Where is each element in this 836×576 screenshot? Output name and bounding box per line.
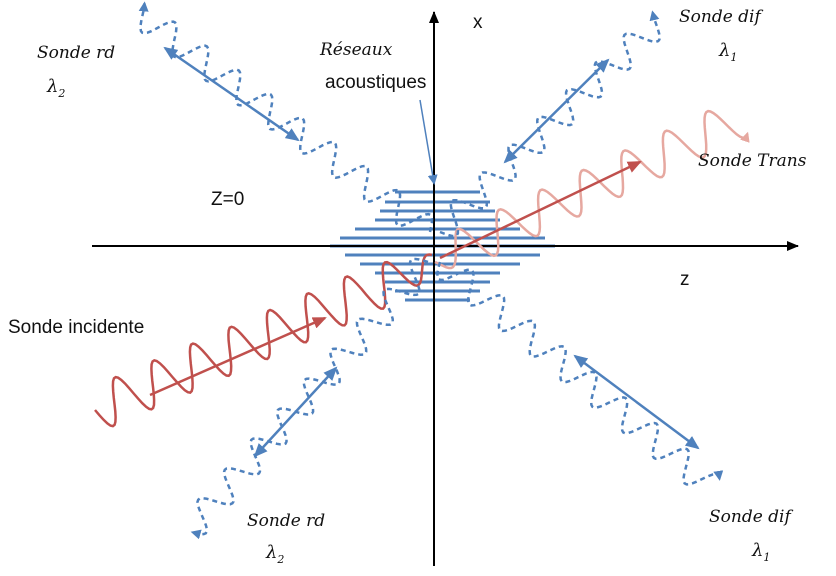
transmitted-probe-label: Sonde Trans	[698, 151, 807, 171]
diffracted-wave-top	[439, 10, 661, 238]
diffracted-probe-bottom-label: Sonde dif	[709, 507, 793, 527]
diffracted-arrow-bottom	[573, 354, 700, 450]
z-axis-label: z	[680, 269, 690, 290]
origin-label: Z=0	[211, 189, 244, 210]
retrodiffracted-probe-bottom-lambda: λ2	[265, 542, 284, 566]
diffracted-arrow-top	[503, 58, 610, 164]
retrodiffracted-arrow-top	[163, 46, 300, 142]
wave-layer	[94, 1, 750, 540]
incident-arrow	[149, 316, 327, 397]
incident-probe-label: Sonde incidente	[8, 317, 144, 338]
diffracted-wave-bottom	[436, 261, 724, 486]
x-axis-label: x	[473, 12, 483, 33]
retrodiffracted-arrow-bottom	[253, 366, 338, 458]
retrodiffracted-probe-top-lambda: λ2	[46, 76, 65, 100]
grating-label-line2: acoustiques	[325, 72, 426, 93]
diffracted-probe-bottom-lambda: λ1	[751, 540, 770, 564]
retrodiffracted-probe-top-label: Sonde rd	[37, 43, 115, 63]
grating-pointer-arrow	[419, 99, 438, 185]
diffracted-probe-top-label: Sonde dif	[679, 7, 763, 27]
incident-wave	[94, 253, 433, 428]
grating-label-line1: Réseaux	[319, 40, 393, 60]
transmitted-wave	[434, 109, 750, 270]
retrodiffracted-probe-bottom-label: Sonde rd	[247, 511, 325, 531]
retrodiffracted-wave-top	[138, 1, 434, 233]
transmitted-arrow	[439, 160, 642, 260]
diffracted-probe-top-lambda: λ1	[718, 40, 737, 64]
